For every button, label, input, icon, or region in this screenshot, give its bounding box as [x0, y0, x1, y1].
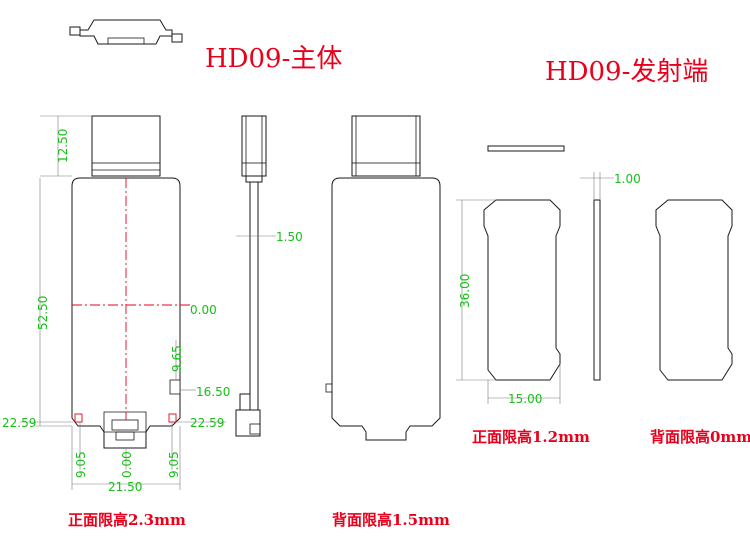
caption-back-main: 背面限高1.5mm: [332, 511, 450, 529]
title-main-body: HD09-主体: [205, 44, 342, 74]
dim-button-x: 16.50: [196, 385, 230, 399]
side-button: [169, 379, 181, 395]
left-pad-marker: [74, 413, 83, 423]
main-side-view: [235, 115, 276, 437]
dim-tx-length: 36.00: [458, 274, 472, 308]
dim-board-width: 21.50: [108, 480, 142, 494]
main-front-dimensions: [20, 115, 226, 490]
dim-pad-right-height: 9.05: [167, 451, 181, 478]
caption-back-tx: 背面限高0mm: [650, 428, 750, 446]
dim-pad-left: 22.59: [2, 416, 36, 430]
dim-button-y: 9.65: [170, 345, 184, 372]
dim-origin: 0.00: [190, 303, 217, 317]
dim-board-length: 52.50: [36, 296, 50, 330]
dim-pad-right: 22.59: [190, 416, 224, 430]
main-front-view: [71, 115, 190, 449]
dim-connector-length: 12.50: [56, 129, 70, 163]
right-pad-marker: [168, 413, 177, 423]
top-view-thumbnail: [69, 19, 183, 45]
dim-center-zero: 0.00: [120, 451, 134, 478]
transmitter-side-view: [580, 172, 614, 381]
transmitter-top-view: [487, 145, 565, 152]
dim-side-thickness: 1.50: [276, 230, 303, 244]
transmitter-front-view: [456, 199, 561, 404]
dim-pad-left-height: 9.05: [74, 451, 88, 478]
title-transmitter: HD09-发射端: [545, 57, 708, 87]
main-back-view: [325, 115, 441, 441]
dim-tx-thickness: 1.00: [614, 172, 641, 186]
dim-tx-width: 15.00: [508, 392, 542, 406]
caption-front-main: 正面限高2.3mm: [68, 511, 186, 529]
transmitter-back-view: [655, 199, 733, 381]
caption-front-tx: 正面限高1.2mm: [472, 428, 590, 446]
